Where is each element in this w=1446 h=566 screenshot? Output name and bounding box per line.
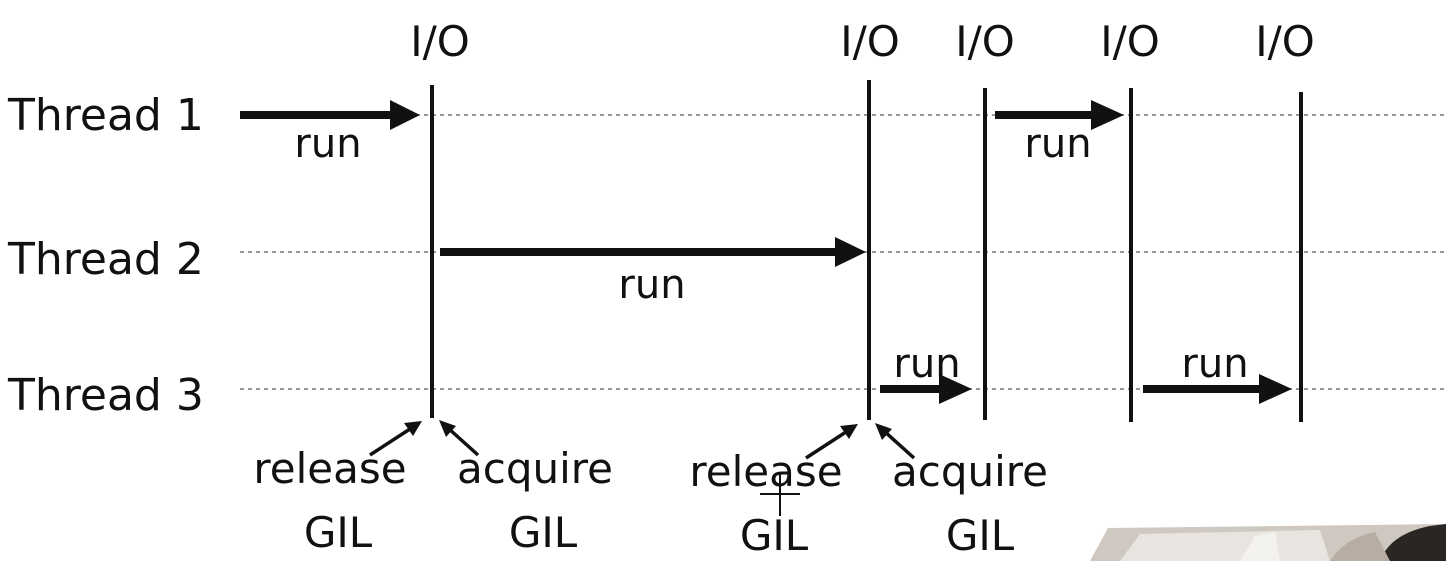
run-label-thread-3-b: run (1181, 341, 1248, 387)
run-arrow-thread-3-b (1143, 374, 1292, 404)
run-arrow-thread-2 (440, 237, 866, 267)
io-label-2: I/O (840, 17, 900, 66)
io-label-1: I/O (410, 17, 470, 66)
run-label-thread-3-a: run (893, 341, 960, 387)
io-label-3: I/O (955, 17, 1015, 66)
acquire-pointer-1 (439, 420, 480, 457)
acquire-label-2: acquire (892, 447, 1048, 496)
thread-1-label: Thread 1 (7, 90, 204, 141)
acquire-label-1: acquire (457, 444, 613, 493)
run-label-thread-1-a: run (294, 121, 361, 167)
run-label-thread-2: run (618, 262, 685, 308)
release-label-2: release (689, 447, 842, 496)
gil-label-1: GIL (304, 508, 373, 557)
release-label-1: release (253, 444, 406, 493)
run-arrow-thread-1-b (995, 100, 1124, 130)
release-pointer-2 (805, 424, 858, 460)
release-pointer-1 (369, 421, 422, 457)
run-label-thread-1-b: run (1024, 121, 1091, 167)
crosshair-cursor-icon (760, 472, 800, 516)
gil-label-2: GIL (509, 508, 578, 557)
io-label-4: I/O (1100, 17, 1160, 66)
video-inset-photo (1090, 524, 1446, 561)
thread-3-label: Thread 3 (7, 370, 204, 421)
acquire-pointer-2 (875, 423, 916, 460)
gil-label-4: GIL (946, 511, 1015, 560)
run-arrow-thread-3-a (880, 374, 972, 404)
gil-label-3: GIL (740, 511, 809, 560)
io-label-5: I/O (1255, 17, 1315, 66)
thread-2-label: Thread 2 (7, 234, 204, 285)
run-arrow-thread-1-a (240, 100, 420, 130)
